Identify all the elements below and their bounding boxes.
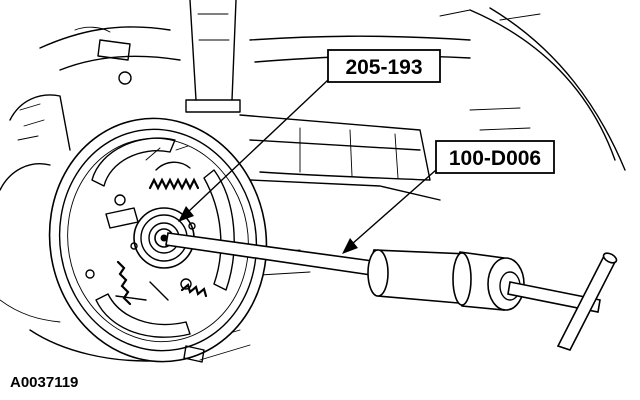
leader-arrows [178,79,437,254]
slide-hammer-tool [165,232,618,351]
leader-line-100-D006 [351,169,437,245]
callout-100-D006: 100-D006 [435,140,555,174]
leader-line-205-193 [187,79,329,213]
callout-box [327,49,441,83]
callout-label: 205-193 [345,56,422,79]
callout-box [435,140,555,174]
arrowhead-205-193 [178,206,194,222]
callout-label: 100-D006 [449,147,541,170]
callout-205-193: 205-193 [327,49,441,83]
figure-id: A0037119 [10,374,78,391]
arrowhead-100-D006 [342,238,358,254]
